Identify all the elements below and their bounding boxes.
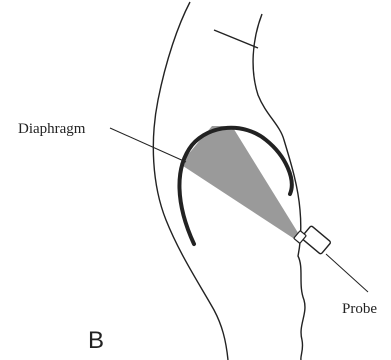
probe-label: Probe — [342, 301, 377, 317]
diaphragm-label: Diaphragm — [18, 121, 86, 137]
panel-letter: B — [88, 327, 104, 354]
